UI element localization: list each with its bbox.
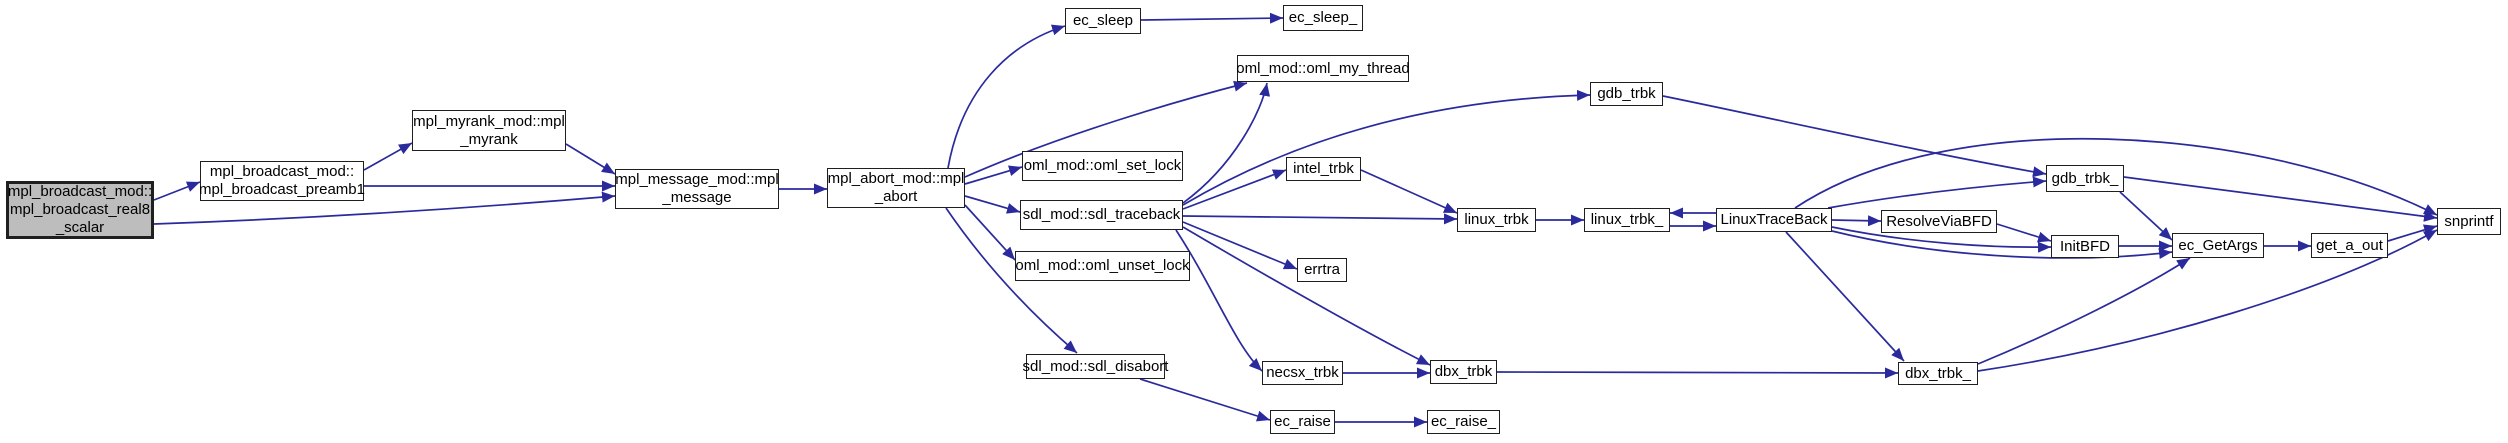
edge-get_a_out-to-snprintf: [2387, 224, 2438, 242]
graph-node-intel_trbk[interactable]: intel_trbk: [1286, 157, 1361, 181]
edge-mpl_abort-to-oml_set_lock: [964, 165, 1023, 185]
edge-sdl_traceback-to-errtra: [1182, 221, 1298, 270]
edge-dbx_trbk-to-dbx_trbk_: [1496, 367, 1899, 379]
edge-sdl_traceback-to-necsx_trbk: [1175, 229, 1263, 372]
graph-node-sdl_disabort[interactable]: sdl_mod::sdl_disabort: [1023, 354, 1168, 379]
edge-dbx_trbk_-to-snprintf: [1977, 229, 2438, 372]
graph-node-mpl_myrank[interactable]: mpl_myrank_mod::mpl _myrank: [412, 110, 566, 151]
edge-dbx_trbk_-to-ec_GetArgs: [1977, 257, 2191, 365]
edge-LinuxTraceBack-to-snprintf: [1794, 137, 2438, 216]
graph-node-mpl_broadcast_preamb1[interactable]: mpl_broadcast_mod:: mpl_broadcast_preamb…: [199, 161, 365, 201]
graph-node-linux_trbk_[interactable]: linux_trbk_: [1584, 208, 1670, 232]
graph-node-ec_GetArgs[interactable]: ec_GetArgs: [2172, 233, 2264, 258]
edge-ec_sleep-to-ec_sleep_: [1140, 12, 1284, 24]
graph-node-ec_sleep[interactable]: ec_sleep: [1065, 8, 1141, 34]
edge-mpl_myrank-to-mpl_message: [565, 143, 616, 175]
edge-mpl_abort-to-sdl_traceback: [964, 195, 1021, 214]
graph-node-LinuxTraceBack[interactable]: LinuxTraceBack: [1716, 208, 1832, 232]
edge-LinuxTraceBack-to-dbx_trbk_: [1785, 231, 1905, 362]
edge-sdl_traceback-to-linux_trbk: [1182, 213, 1458, 225]
graph-node-oml_set_lock[interactable]: oml_mod::oml_set_lock: [1022, 151, 1183, 181]
edge-mpl_abort-to-oml_unset_lock: [964, 204, 1016, 261]
edge-LinuxTraceBack-to-InitBFD: [1831, 226, 2052, 253]
graph-node-gdb_trbk[interactable]: gdb_trbk: [1590, 82, 1663, 106]
edge-LinuxTraceBack-to-gdb_trbk_: [1827, 176, 2047, 209]
graph-node-get_a_out[interactable]: get_a_out: [2311, 233, 2388, 258]
edge-mpl_broadcast_preamb1-to-mpl_myrank: [363, 142, 413, 171]
edge-LinuxTraceBack-to-ec_GetArgs: [1831, 230, 2173, 260]
graph-node-mpl_message[interactable]: mpl_message_mod::mpl _message: [615, 169, 779, 209]
graph-node-dbx_trbk_[interactable]: dbx_trbk_: [1898, 362, 1978, 385]
graph-node-errtra[interactable]: errtra: [1297, 258, 1347, 282]
graph-node-oml_unset_lock[interactable]: oml_mod::oml_unset_lock: [1015, 251, 1190, 281]
graph-node-dbx_trbk[interactable]: dbx_trbk: [1430, 360, 1497, 384]
graph-node-mpl_broadcast_real8_scalar: mpl_broadcast_mod:: mpl_broadcast_real8 …: [6, 181, 154, 239]
graph-node-sdl_traceback[interactable]: sdl_mod::sdl_traceback: [1020, 200, 1183, 230]
edge-sdl_disabort-to-ec_raise: [1139, 378, 1271, 422]
graph-node-ec_raise[interactable]: ec_raise: [1270, 410, 1335, 434]
graph-node-necsx_trbk[interactable]: necsx_trbk: [1262, 361, 1343, 385]
edge-gdb_trbk_-to-snprintf: [2123, 176, 2438, 222]
graph-node-ResolveViaBFD[interactable]: ResolveViaBFD: [1881, 210, 1997, 233]
graph-node-mpl_abort[interactable]: mpl_abort_mod::mpl _abort: [827, 168, 965, 208]
graph-node-oml_my_thread[interactable]: oml_mod::oml_my_thread: [1236, 55, 1410, 82]
edge-ResolveViaBFD-to-InitBFD: [1996, 223, 2052, 243]
edge-sdl_traceback-to-dbx_trbk: [1182, 226, 1431, 366]
edge-sdl_traceback-to-oml_my_thread: [1182, 82, 1271, 204]
edge-mpl_abort-to-sdl_disabort: [945, 207, 1078, 354]
graph-node-ec_raise_[interactable]: ec_raise_: [1427, 410, 1500, 434]
edge-gdb_trbk_-to-ec_GetArgs: [2119, 191, 2173, 241]
edge-mpl_broadcast_real8_scalar-to-mpl_message: [153, 191, 616, 225]
graph-node-gdb_trbk_[interactable]: gdb_trbk_: [2046, 165, 2124, 192]
edge-sdl_traceback-to-intel_trbk: [1182, 169, 1287, 210]
edge-mpl_abort-to-oml_my_thread: [964, 80, 1248, 178]
edge-mpl_broadcast_real8_scalar-to-mpl_broadcast_preamb1: [153, 181, 201, 201]
graph-node-linux_trbk[interactable]: linux_trbk: [1457, 208, 1536, 232]
edge-gdb_trbk-to-gdb_trbk_: [1662, 95, 2047, 178]
graph-node-InitBFD[interactable]: InitBFD: [2051, 235, 2119, 258]
edge-sdl_traceback-to-gdb_trbk: [1182, 89, 1591, 206]
edge-mpl_abort-to-ec_sleep: [947, 24, 1066, 169]
graph-node-snprintf[interactable]: snprintf: [2437, 208, 2501, 235]
graph-node-ec_sleep_[interactable]: ec_sleep_: [1283, 5, 1363, 31]
edge-LinuxTraceBack-to-ResolveViaBFD: [1831, 215, 1882, 227]
edge-intel_trbk-to-linux_trbk: [1360, 169, 1458, 214]
